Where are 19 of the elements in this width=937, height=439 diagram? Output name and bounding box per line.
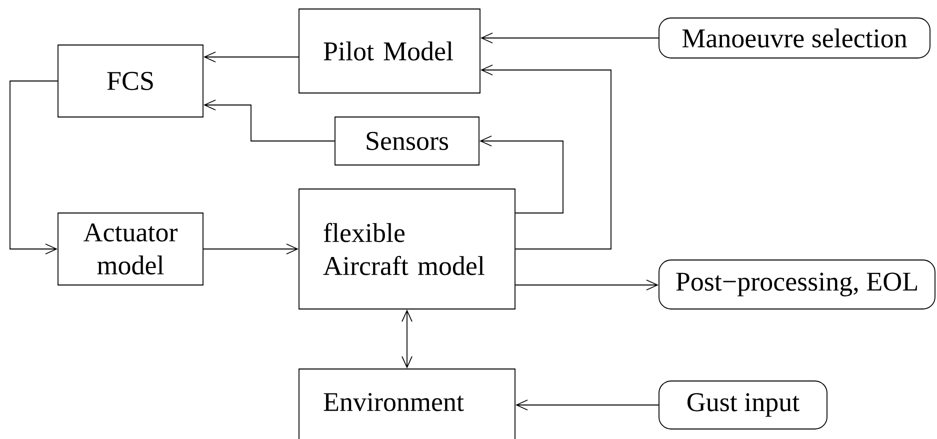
arrow [10,80,58,254]
process-box: FCS [58,44,204,118]
arrow [203,100,335,142]
arrow [515,400,659,410]
arrow [402,309,412,369]
process-box: Actuator model [58,212,204,286]
input-box: Gust input [658,380,828,430]
arrow [203,52,299,62]
output-box: Post−processing, EOL [658,260,936,310]
process-box: flexible Aircraft model [298,188,516,310]
process-box: Environment [298,368,516,439]
input-box: Manoeuvre selection [658,18,930,58]
arrow [479,136,564,214]
process-box: Pilot Model [298,8,480,94]
arrow [203,244,299,254]
arrow [480,64,612,250]
arrow [480,32,659,44]
process-box: Sensors [334,116,480,166]
arrow [515,280,659,290]
